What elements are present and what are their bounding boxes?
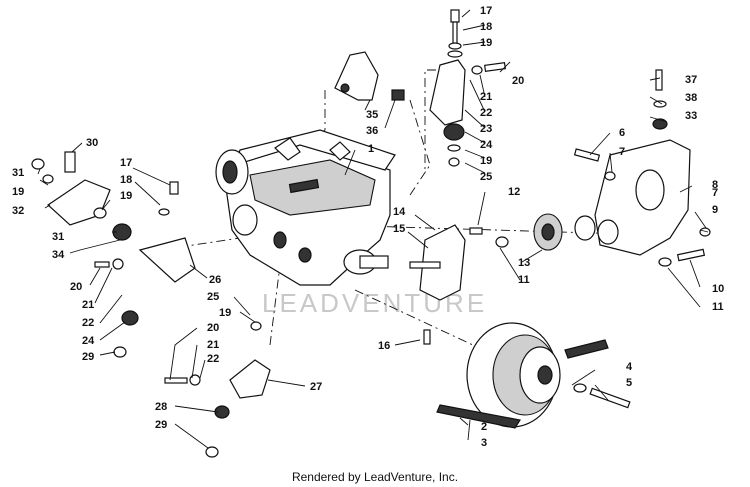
callout-5: 5 (626, 377, 632, 389)
bottom-left-bracket (164, 321, 271, 458)
callout-21-lower: 21 (207, 339, 219, 351)
callout-6: 6 (619, 127, 625, 139)
callout-17-left: 17 (120, 157, 132, 169)
callout-7-lower: 7 (712, 187, 718, 199)
callout-3: 3 (481, 437, 487, 449)
callout-20-lower: 20 (207, 322, 219, 334)
callout-11-idler: 11 (518, 274, 530, 286)
callout-21-left: 21 (82, 299, 94, 311)
callout-32: 32 (12, 205, 24, 217)
callout-18-left: 18 (120, 174, 132, 186)
right-mount-bracket (573, 69, 711, 267)
callout-19-top: 19 (480, 37, 492, 49)
callout-8: 8 (712, 179, 718, 191)
callout-29-left: 29 (82, 351, 94, 363)
callout-7-upper: 7 (619, 146, 625, 158)
top-mount-stack (429, 9, 506, 167)
callout-11-right: 11 (712, 301, 724, 313)
callout-24-left: 24 (82, 335, 95, 347)
callout-15: 15 (393, 223, 405, 235)
callout-33: 33 (685, 110, 697, 122)
leader-lines (37, 9, 709, 449)
callout-20-top: 20 (512, 75, 524, 87)
callout-27: 27 (310, 381, 322, 393)
callout-34: 34 (52, 249, 65, 261)
left-upper-bracket (31, 151, 179, 241)
callout-13: 13 (518, 257, 530, 269)
callout-4: 4 (626, 361, 633, 373)
callout-24-top: 24 (480, 139, 493, 151)
callout-17-top: 17 (480, 5, 492, 17)
callout-18-top: 18 (480, 21, 492, 33)
top-mount-bracket (334, 51, 405, 101)
callout-36: 36 (366, 125, 378, 137)
callout-16: 16 (378, 340, 390, 352)
callout-35: 35 (366, 109, 378, 121)
callout-14: 14 (393, 206, 406, 218)
callout-25-lower: 25 (207, 291, 219, 303)
callout-22-left: 22 (82, 317, 94, 329)
drive-clutch-assembly (436, 322, 631, 429)
callout-30: 30 (86, 137, 98, 149)
callout-22-lower: 22 (207, 353, 219, 365)
callout-22-top: 22 (480, 107, 492, 119)
callout-12: 12 (508, 186, 520, 198)
callout-19-left-lower: 19 (219, 307, 231, 319)
callout-29-lower: 29 (155, 419, 167, 431)
callout-31-upper: 31 (12, 167, 24, 179)
callout-38: 38 (685, 92, 697, 104)
idler-pulley-assembly (409, 213, 596, 345)
callout-9: 9 (712, 204, 718, 216)
callout-labels: 1 2 3 4 5 6 7 7 8 9 10 11 11 12 13 14 15… (12, 5, 724, 449)
callout-2: 2 (481, 421, 487, 433)
footer-credit: Rendered by LeadVenture, Inc. (291, 470, 459, 484)
engine-assembly (215, 129, 396, 286)
callout-19-left-upper: 19 (12, 186, 24, 198)
callout-20-left: 20 (70, 281, 82, 293)
callout-26: 26 (209, 274, 221, 286)
callout-28: 28 (155, 401, 167, 413)
callout-21-top: 21 (480, 91, 492, 103)
callout-19-mid: 19 (480, 155, 492, 167)
left-lower-bracket (94, 237, 196, 358)
callout-10: 10 (712, 283, 724, 295)
callout-37: 37 (685, 74, 697, 86)
callout-25-top: 25 (480, 171, 492, 183)
callout-1: 1 (368, 143, 374, 155)
callout-31-lower: 31 (52, 231, 64, 243)
callout-23: 23 (480, 123, 492, 135)
callout-19-left-mid: 19 (120, 190, 132, 202)
